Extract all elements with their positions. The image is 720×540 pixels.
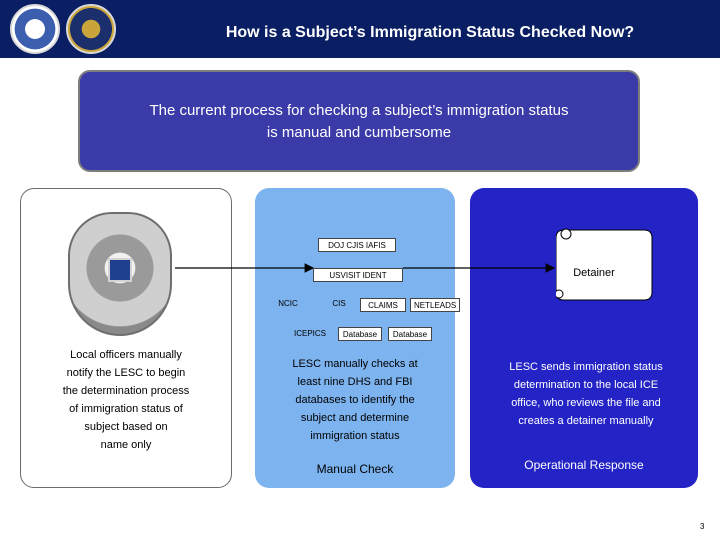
middle-line: LESC manually checks at [265, 355, 445, 373]
page-number: 3 [700, 522, 704, 531]
middle-line: subject and determine [265, 409, 445, 427]
right-line: office, who reviews the file and [488, 394, 684, 412]
database-netleads: NETLEADS [410, 298, 460, 312]
manual-check-label: Manual Check [255, 462, 455, 476]
right-line: determination to the local ICE [488, 376, 684, 394]
middle-line: databases to identify the [265, 391, 445, 409]
right-description: LESC sends immigration status determinat… [488, 358, 684, 430]
detainer-scroll-icon [556, 222, 654, 310]
database-ncic: NCIC [268, 296, 308, 310]
right-line: creates a detainer manually [488, 412, 684, 430]
middle-line: least nine DHS and FBI [265, 373, 445, 391]
right-line: LESC sends immigration status [488, 358, 684, 376]
database-label: Database [338, 327, 382, 341]
database-icepics: ICEPICS [286, 326, 334, 340]
database-claims: CLAIMS [360, 298, 406, 312]
database-cis: CIS [322, 296, 356, 310]
database-doj-cjis-iafis: DOJ CJIS IAFIS [318, 238, 396, 252]
detainer-label: Detainer [556, 267, 632, 279]
database-usvisit-ident: USVISIT IDENT [313, 268, 403, 282]
operational-response-label: Operational Response [470, 458, 698, 472]
middle-line: immigration status [265, 427, 445, 445]
middle-description: LESC manually checks at least nine DHS a… [265, 355, 445, 445]
database-label: Database [388, 327, 432, 341]
